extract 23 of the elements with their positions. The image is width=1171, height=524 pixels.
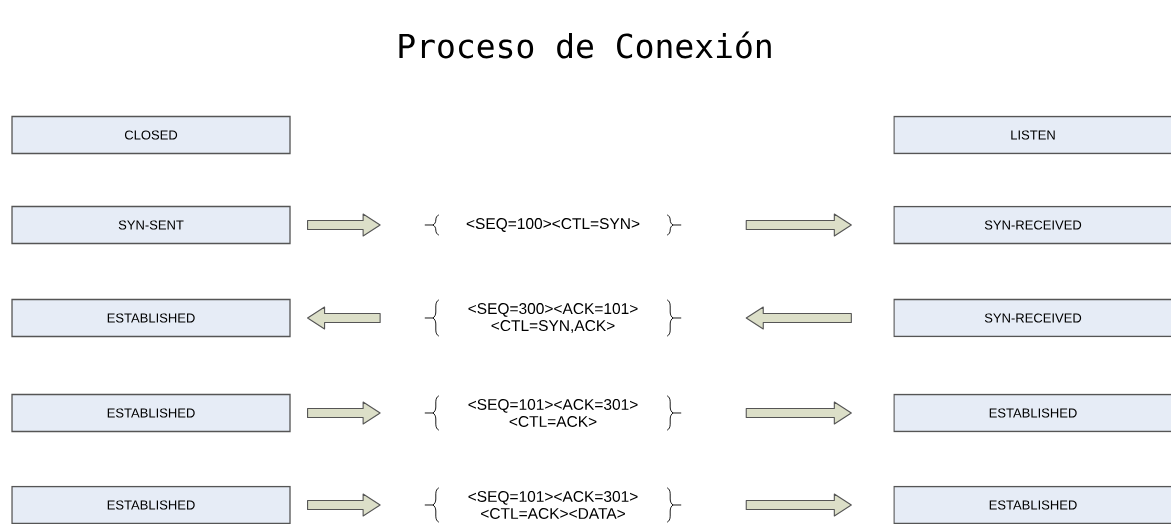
block-arrow [307,213,381,237]
message: <SEQ=100><CTL=SYN> [424,214,682,236]
state-box: ESTABLISHED [11,485,291,524]
block-arrow [307,401,381,425]
message: <SEQ=101><ACK=301> <CTL=ACK> [424,395,682,431]
block-arrow [307,306,381,330]
state-box: ESTABLISHED [893,485,1171,524]
block-arrow [745,306,852,330]
state-box: ESTABLISHED [11,393,291,433]
block-arrow [745,493,852,517]
state-box: CLOSED [11,115,291,155]
state-box: ESTABLISHED [11,298,291,338]
message: <SEQ=300><ACK=101> <CTL=SYN,ACK> [424,299,682,337]
state-box: LISTEN [893,115,1171,155]
state-box: ESTABLISHED [893,393,1171,433]
state-box: SYN-RECEIVED [893,298,1171,338]
block-arrow [745,401,852,425]
message: <SEQ=101><ACK=301> <CTL=ACK><DATA> [424,487,682,523]
state-box: SYN-RECEIVED [893,205,1171,245]
block-arrow [745,213,852,237]
title: Proceso de Conexión [399,31,771,59]
state-box: SYN-SENT [11,205,291,245]
block-arrow [307,493,381,517]
